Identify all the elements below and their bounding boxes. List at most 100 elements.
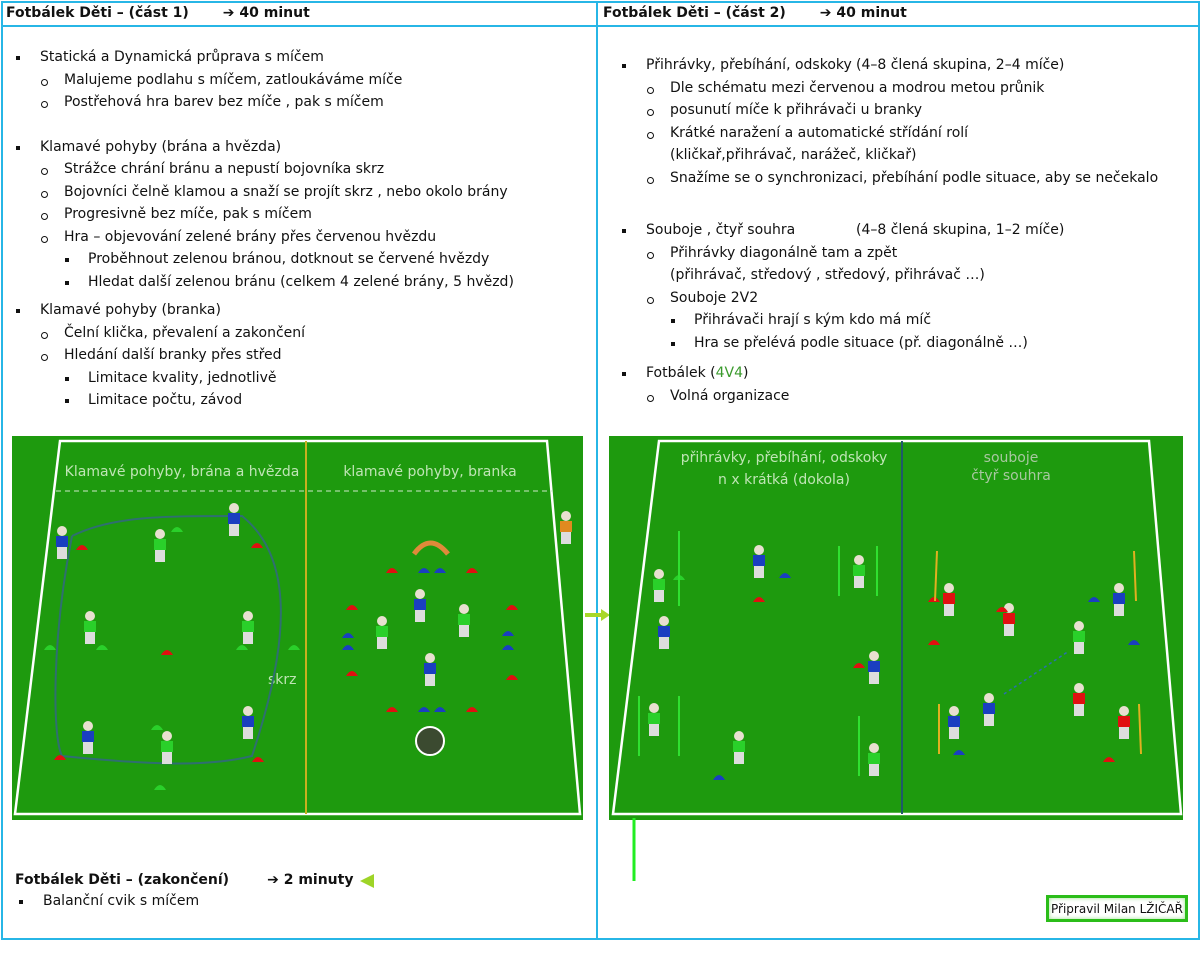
ending-header: Fotbálek Děti – (zakončení)➔ 2 minuty [15,872,353,888]
list-item: Souboje 2V2 [618,287,1188,310]
player-head [1119,706,1129,716]
player-legs [869,764,879,776]
player-head [754,545,764,555]
player-legs [415,610,425,622]
goal-bottom [415,726,445,756]
cone-marker [236,645,248,650]
player-shirt [853,565,865,576]
cone-marker [342,645,354,650]
player-shirt [943,593,955,604]
cone-marker [466,568,478,573]
player-shirt [753,555,765,566]
player-shirt [414,599,426,610]
player-head [659,616,669,626]
list-item: Dle schématu mezi červenou a modrou meto… [618,77,1188,100]
part1-duration: ➔ 40 minut [222,5,310,21]
cone-marker [996,607,1008,612]
list-item: Přihrávky diagonálně tam a zpět [618,242,1188,265]
player-legs [1114,604,1124,616]
player-legs [734,752,744,764]
player-legs [854,576,864,588]
player-head [415,589,425,599]
player-head [1074,621,1084,631]
cone-marker [386,707,398,712]
player-head [155,529,165,539]
player-head [243,706,253,716]
cone-marker [171,527,183,532]
list-item: Volná organizace [618,385,1188,408]
zone-label-right: klamavé pohyby, branka [343,464,516,480]
cone-marker [713,775,725,780]
cone-marker [779,573,791,578]
player-shirt [1073,693,1085,704]
cone-marker [76,545,88,550]
list-item: posunutí míče k přihrávači u branky [618,99,1188,122]
player-shirt [1003,613,1015,624]
player-legs [654,590,664,602]
cone-marker [54,755,66,760]
list-item: Klamavé pohyby (brána a hvězda) [12,136,514,159]
player-shirt [868,661,880,672]
player-shirt [1073,631,1085,642]
list-item: Postřehová hra barev bez míče , pak s mí… [12,91,514,114]
player-head [162,731,172,741]
cone-marker [928,640,940,645]
player-head [649,703,659,713]
cone-marker [251,543,263,548]
ending-title: Fotbálek Děti – (zakončení) [15,872,230,888]
cone-marker [506,605,518,610]
player-head [654,569,664,579]
player-shirt [458,614,470,625]
list-item: Balanční cvik s míčem [15,890,199,913]
player-head [377,616,387,626]
cone-marker [753,597,765,602]
player-head [949,706,959,716]
list-item: Fotbálek (4V4) [618,362,1188,385]
player-legs [85,632,95,644]
player-shirt [983,703,995,714]
skrz-label: skrz [268,672,297,688]
player-head [1074,683,1084,693]
list-item: Hra se přelévá podle situace (př. diagon… [618,332,1188,355]
group-note: (4–8 člená skupina, 1–2 míče) [856,222,1065,238]
cone-marker [434,707,446,712]
cone-marker [154,785,166,790]
player-legs [243,727,253,739]
page-frame [1,1,1200,940]
cone-marker [252,757,264,762]
cone-marker [161,650,173,655]
run-path [54,514,282,765]
part2-title: Fotbálek Děti – (část 2) [603,5,786,21]
cone-marker [346,605,358,610]
cone-marker [44,645,56,650]
zone-label-right-2: čtyř souhra [971,468,1051,484]
list-item: Krátké naražení a automatické střídání r… [618,122,1188,145]
pitch-boundary [13,439,582,816]
player-head [984,693,994,703]
player-legs [649,724,659,736]
cone-marker [434,568,446,573]
player-shirt [560,521,572,532]
player-legs [754,566,764,578]
player-legs [984,714,994,726]
list-item: Malujeme podlahu s míčem, zatloukáváme m… [12,69,514,92]
player-shirt [424,663,436,674]
cone-marker [502,631,514,636]
player-legs [561,532,571,544]
player-head [869,743,879,753]
player-legs [1004,624,1014,636]
list-item: Hledání další branky přes střed [12,344,514,367]
format-highlight: 4V4 [715,365,744,381]
player-legs [155,550,165,562]
player-head [243,611,253,621]
pitch-diagram-part2: přihrávky, přebíhání, odskoky n x krátká… [609,436,1183,820]
player-legs [377,637,387,649]
cone-marker [502,645,514,650]
player-legs [1074,704,1084,716]
player-legs [659,637,669,649]
player-legs [425,674,435,686]
list-item: Strážce chrání bránu a nepustí bojovníka… [12,158,514,181]
cone-marker [953,750,965,755]
cone-marker [418,707,430,712]
cone-marker [1088,597,1100,602]
